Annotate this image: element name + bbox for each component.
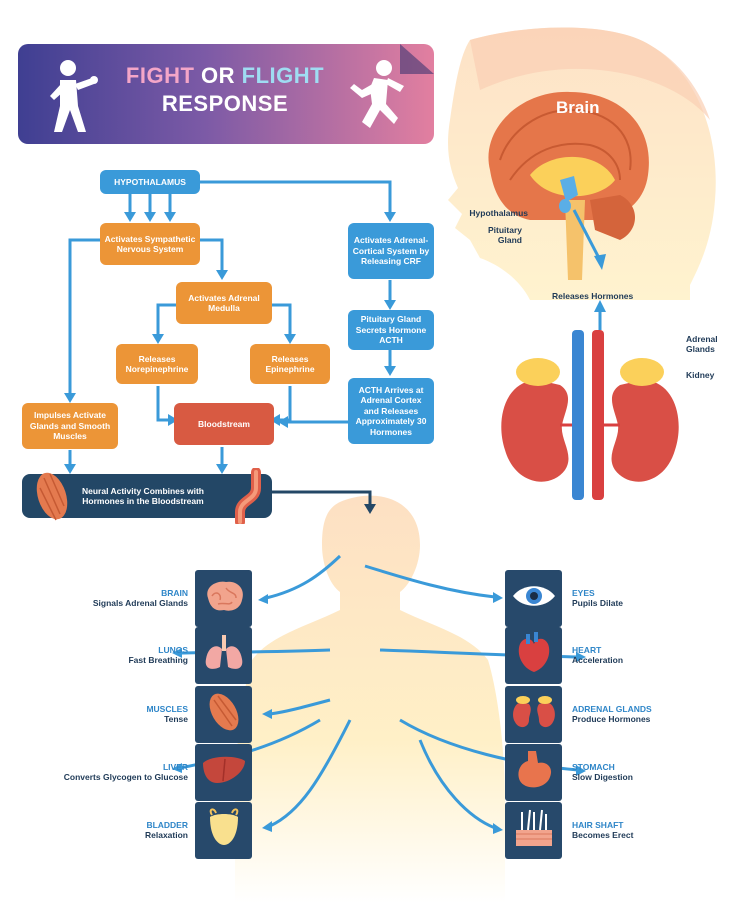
- title-response: RESPONSE: [161, 91, 289, 116]
- stomach-tile: [505, 744, 562, 801]
- organ-name: HEART: [572, 645, 602, 655]
- sympathetic-box: Activates Sympathetic Nervous System: [100, 223, 200, 265]
- adrenal-medulla-box: Activates Adrenal Medulla: [176, 282, 272, 324]
- hair-shaft-tile: [505, 802, 562, 859]
- title-fight: FIGHT: [125, 63, 195, 88]
- organ-effect: Fast Breathing: [128, 655, 188, 665]
- liver-tile: [195, 744, 252, 801]
- organ-effect: Signals Adrenal Glands: [92, 598, 188, 608]
- organ-name: BLADDER: [146, 820, 188, 830]
- muscle-icon: [204, 690, 244, 739]
- lungs-icon: [202, 633, 246, 678]
- hair-shaft-icon: [512, 806, 556, 855]
- acth-arrives-box: ACTH Arrives at Adrenal Cortex and Relea…: [348, 378, 434, 444]
- blood-vessel-icon: [235, 468, 261, 524]
- adrenal-glands-tile: [505, 686, 562, 743]
- kidney-label: Kidney: [686, 370, 715, 380]
- norepinephrine-box: Releases Norepinephrine: [116, 344, 198, 384]
- adrenal-glands-label: Adrenal Glands: [686, 334, 718, 354]
- epinephrine-box: Releases Epinephrine: [250, 344, 330, 384]
- organ-effect: Produce Hormones: [572, 714, 651, 724]
- organ-name: LUNGS: [158, 645, 188, 655]
- hypothalamus-label: Hypothalamus: [469, 208, 528, 218]
- organ-name: STOMACH: [572, 762, 615, 772]
- eye-icon: [511, 581, 557, 616]
- stomach-icon: [512, 749, 556, 796]
- title-or: OR: [201, 63, 236, 88]
- impulses-box: Impulses Activate Glands and Smooth Musc…: [22, 403, 118, 449]
- muscle-tile: [195, 686, 252, 743]
- releases-hormones-label: Releases Hormones: [552, 291, 634, 301]
- organ-name: MUSCLES: [146, 704, 188, 714]
- organ-effect: Slow Digestion: [572, 772, 633, 782]
- eye-tile: [505, 570, 562, 627]
- organ-effect: Relaxation: [145, 830, 188, 840]
- organ-name: LIVER: [162, 762, 188, 772]
- pituitary-acth-box: Pituitary Gland Secrets Hormone ACTH: [348, 310, 434, 350]
- muscle-fiber-icon: [36, 472, 68, 521]
- bloodstream-box: Bloodstream: [174, 403, 274, 445]
- organ-effect: Pupils Dilate: [572, 598, 624, 608]
- liver-icon: [201, 753, 247, 792]
- adrenal-glands-icon: [511, 692, 557, 737]
- organ-name: BRAIN: [161, 588, 188, 598]
- organ-effect: Becomes Erect: [572, 830, 634, 840]
- organ-name: EYES: [572, 588, 595, 598]
- lungs-tile: [195, 627, 252, 684]
- brain-illustration: [488, 91, 649, 280]
- brain-label: Brain: [556, 98, 600, 117]
- bladder-icon: [204, 807, 244, 854]
- fighting-figure-icon: [50, 60, 98, 132]
- kidneys-illustration: [501, 300, 679, 500]
- title-flight: FLIGHT: [241, 63, 325, 88]
- pituitary-label: Pituitary Gland: [487, 225, 522, 245]
- hypothalamus-box: HYPOTHALAMUS: [100, 170, 200, 194]
- adrenal-cortical-box: Activates Adrenal-Cortical System by Rel…: [348, 223, 434, 279]
- heart-icon: [512, 630, 556, 681]
- organ-effect: Acceleration: [572, 655, 624, 665]
- organ-name: ADRENAL GLANDS: [572, 704, 652, 714]
- organ-effect: Converts Glycogen to Glucose: [63, 772, 188, 782]
- heart-tile: [505, 627, 562, 684]
- organ-effect: Tense: [164, 714, 188, 724]
- neural-activity-text: Neural Activity Combines with Hormones i…: [81, 485, 204, 507]
- brain-tile: [195, 570, 252, 627]
- organ-name: HAIR SHAFT: [572, 820, 624, 830]
- running-figure-icon: [350, 60, 404, 128]
- page-title: FIGHT OR FLIGHT RESPONSE: [95, 62, 355, 118]
- bladder-tile: [195, 802, 252, 859]
- brain-icon: [202, 578, 246, 619]
